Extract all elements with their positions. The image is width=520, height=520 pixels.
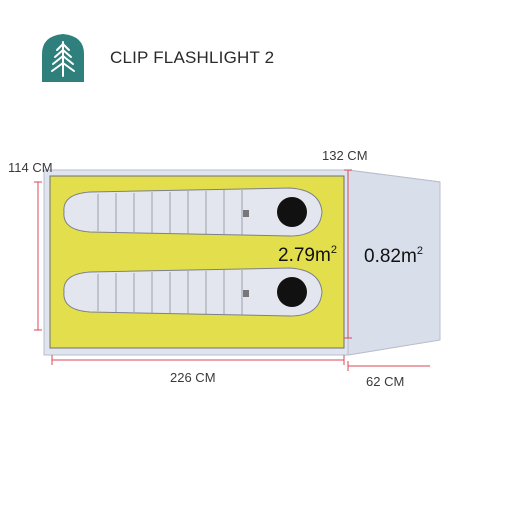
height-label: 114 CM (8, 160, 53, 175)
tree-logo-icon (42, 34, 84, 82)
width-label: 132 CM (322, 148, 368, 163)
length-label: 226 CM (170, 370, 216, 385)
floor-area-label: 2.79m2 (278, 244, 337, 267)
vestibule-area-value: 0.82m (364, 246, 417, 267)
vestibule-area-label: 0.82m2 (364, 245, 423, 268)
vestibule-area-exponent: 2 (416, 245, 423, 257)
floor-area-value: 2.79m (278, 245, 331, 266)
sleeping-bag-icon (63, 187, 323, 237)
vestibule-depth-label: 62 CM (366, 374, 405, 389)
sleeping-bag-icon (63, 267, 323, 317)
product-title: CLIP FLASHLIGHT 2 (110, 48, 275, 67)
floor-area-exponent: 2 (330, 244, 337, 256)
